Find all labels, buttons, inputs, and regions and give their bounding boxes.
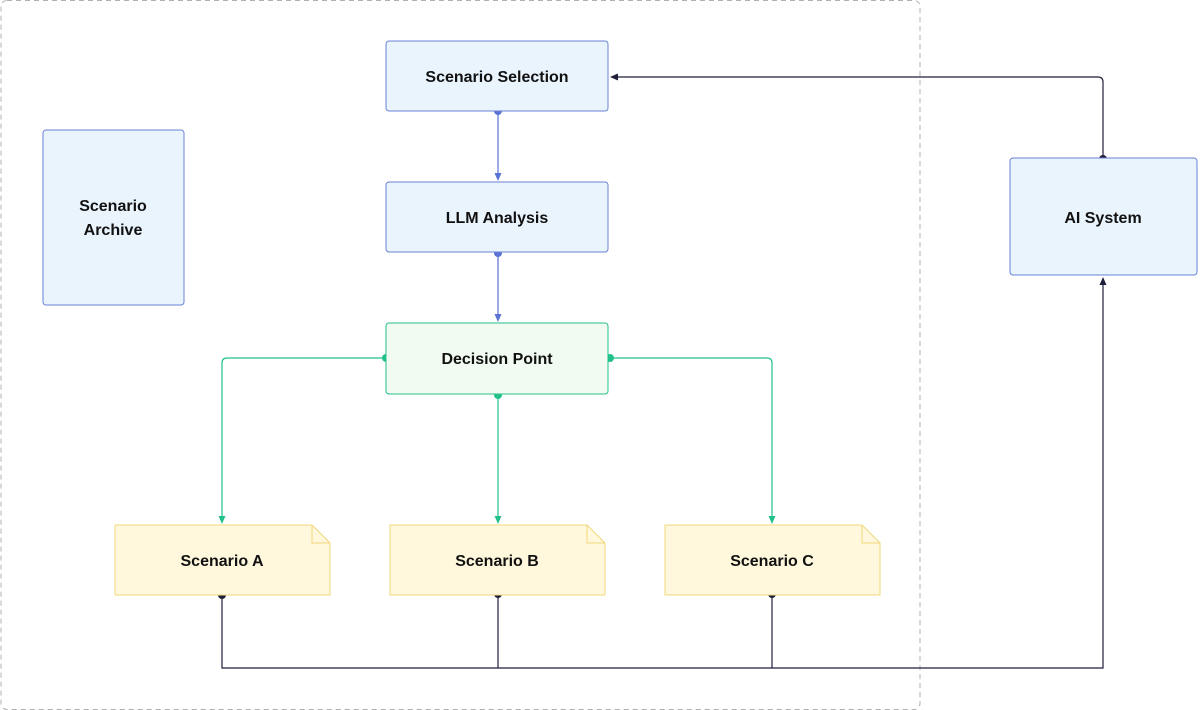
node-scenario-c-label: Scenario C — [730, 553, 814, 570]
edge-analysis-to-decision — [494, 249, 502, 322]
node-decision-point-label: Decision Point — [441, 351, 553, 368]
group-boundary — [0, 0, 921, 710]
edge-scenarios-to-ai-system — [218, 277, 1107, 669]
node-scenario-b-label: Scenario B — [455, 553, 539, 570]
node-llm-analysis-label: LLM Analysis — [446, 210, 549, 227]
node-decision-point[interactable]: Decision Point — [385, 322, 609, 395]
edge-decision-to-scenario-b — [494, 391, 502, 524]
node-scenario-archive-label-line2: Archive — [84, 222, 143, 239]
node-scenario-a[interactable]: Scenario A — [114, 524, 331, 596]
node-scenario-archive-label-line1: Scenario — [79, 198, 147, 215]
edge-selection-to-analysis — [494, 107, 502, 181]
node-scenario-b[interactable]: Scenario B — [389, 524, 606, 596]
node-scenario-selection[interactable]: Scenario Selection — [385, 40, 609, 112]
node-scenario-a-label: Scenario A — [181, 553, 264, 570]
edge-ai-system-to-selection — [610, 73, 1107, 163]
edge-decision-to-scenario-c — [606, 354, 776, 524]
node-llm-analysis[interactable]: LLM Analysis — [385, 181, 609, 253]
node-scenario-archive[interactable]: Scenario Archive — [42, 129, 185, 306]
node-ai-system[interactable]: AI System — [1009, 157, 1198, 276]
edge-decision-to-scenario-a — [218, 354, 390, 524]
node-scenario-c[interactable]: Scenario C — [664, 524, 881, 596]
node-ai-system-label: AI System — [1064, 210, 1141, 227]
node-scenario-selection-label: Scenario Selection — [425, 69, 568, 86]
